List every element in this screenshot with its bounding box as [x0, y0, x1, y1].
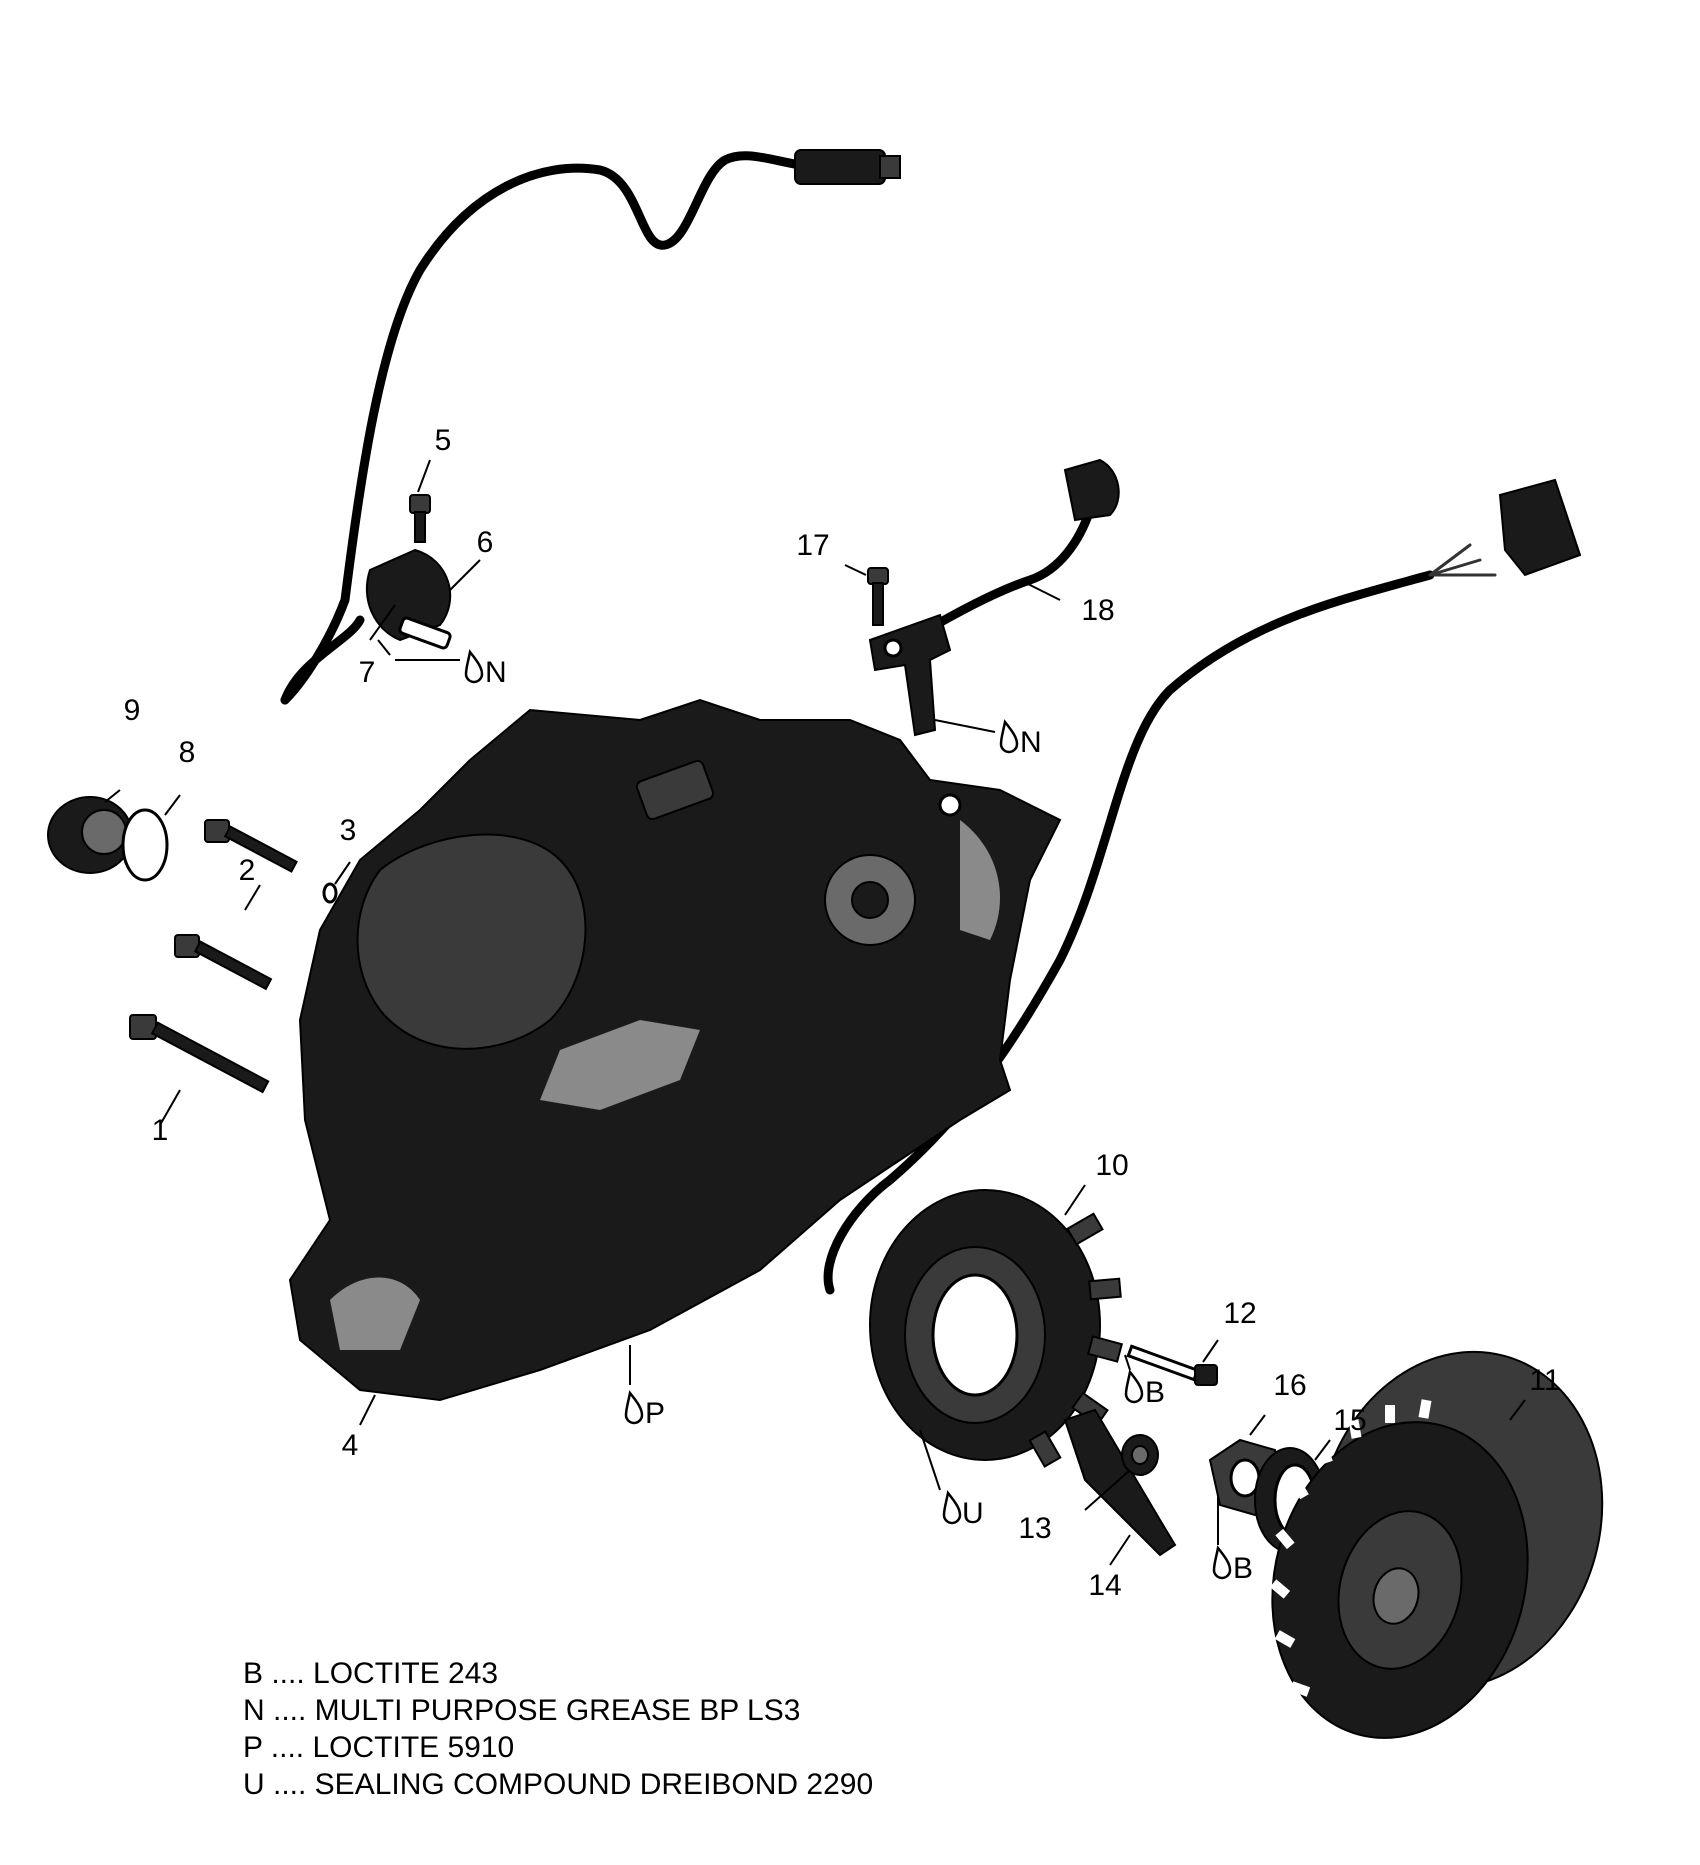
- droplet-icon: [1124, 1369, 1144, 1404]
- plug: [47, 796, 133, 874]
- crank-sensor-connector: [1063, 458, 1120, 522]
- marker-code: P: [645, 1397, 665, 1430]
- callout-8: 8: [179, 736, 196, 769]
- retainer-plate: [1063, 1408, 1177, 1557]
- marker-n-sensor: N: [464, 649, 507, 689]
- callout-3: 3: [340, 814, 357, 847]
- callout-11: 11: [1529, 1364, 1560, 1397]
- callout-5: 5: [435, 424, 452, 457]
- callout-labels: 1 2 3 4 5 6 7 8 9 10 11 12 13 14 15 16 1…: [124, 424, 1561, 1602]
- legend-line-p: P .... LOCTITE 5910: [243, 1731, 514, 1764]
- callout-1: 1: [152, 1114, 169, 1147]
- rotor: [1269, 1350, 1604, 1739]
- callout-15: 15: [1333, 1404, 1366, 1437]
- material-markers: N N P U B B: [464, 649, 1253, 1585]
- callout-10: 10: [1095, 1149, 1128, 1182]
- droplet-icon: [1212, 1545, 1232, 1580]
- marker-b-nut: B: [1212, 1545, 1253, 1585]
- bolts: [129, 819, 298, 1094]
- o-ring-small: [322, 882, 338, 904]
- marker-code: U: [962, 1497, 984, 1530]
- callout-18: 18: [1081, 594, 1114, 627]
- droplet-icon: [942, 1490, 962, 1525]
- callout-12: 12: [1223, 1297, 1256, 1330]
- o-ring-large: [121, 808, 169, 882]
- legend: B .... LOCTITE 243 N .... MULTI PURPOSE …: [243, 1657, 873, 1801]
- marker-code: B: [1233, 1552, 1253, 1585]
- marker-code: N: [485, 656, 507, 689]
- magneto-cover: [288, 698, 1062, 1402]
- stator-harness: [823, 478, 1582, 1295]
- callout-13: 13: [1018, 1512, 1051, 1545]
- sensor-harness: [280, 149, 901, 705]
- stator-connector: [1498, 478, 1582, 577]
- sensor-connector-tip: [879, 155, 901, 179]
- legend-line-b: B .... LOCTITE 243: [243, 1657, 498, 1690]
- legend-line-n: N .... MULTI PURPOSE GREASE BP LS3: [243, 1694, 800, 1727]
- marker-p: P: [624, 1390, 665, 1430]
- crank-sensor-body: [868, 613, 952, 737]
- rotor-teeth: [1269, 1399, 1432, 1697]
- droplet-icon: [624, 1390, 644, 1425]
- legend-line-u: U .... SEALING COMPOUND DREIBOND 2290: [243, 1768, 873, 1801]
- stator-bolt: [1126, 1344, 1218, 1386]
- crank-sensor-screw: [867, 567, 889, 626]
- callout-7: 7: [359, 656, 376, 689]
- callout-4: 4: [342, 1429, 359, 1462]
- sensor-screw: [409, 494, 431, 543]
- speed-sensor: [365, 548, 452, 650]
- marker-b-bolt: B: [1124, 1369, 1165, 1409]
- droplet-icon: [464, 649, 484, 684]
- leader-lines: [104, 459, 1526, 1566]
- callout-9: 9: [124, 694, 141, 727]
- marker-code: B: [1145, 1376, 1165, 1409]
- stator: [869, 1189, 1124, 1468]
- marker-n-crank: N: [999, 719, 1042, 759]
- callout-6: 6: [477, 526, 494, 559]
- callout-16: 16: [1273, 1369, 1306, 1402]
- sensor-connector: [794, 149, 886, 185]
- marker-code: N: [1020, 726, 1042, 759]
- crank-sensor-harness: [868, 458, 1120, 737]
- droplet-icon: [999, 719, 1019, 754]
- callout-14: 14: [1088, 1569, 1121, 1602]
- callout-2: 2: [239, 854, 256, 887]
- callout-17: 17: [796, 529, 829, 562]
- marker-u: U: [942, 1490, 984, 1530]
